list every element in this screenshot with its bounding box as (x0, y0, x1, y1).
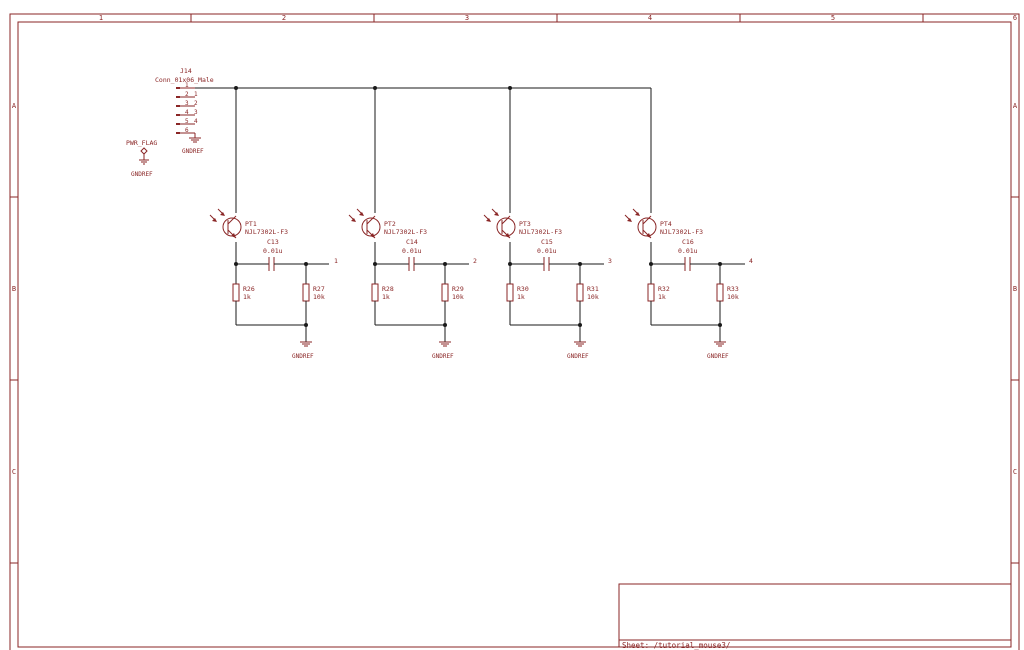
capacitor-symbol (236, 257, 329, 271)
column-label: 2 (282, 14, 286, 22)
capacitor-value: 0.01u (537, 247, 557, 255)
ground-symbol (300, 341, 312, 347)
channel-4: PT4 NJL7302L-F3 C16 0.01u 4 R32 1k R33 1… (624, 208, 753, 360)
resistor-a-ref: R28 (382, 285, 394, 293)
column-label: 1 (99, 14, 103, 22)
gndref-label: GNDREF (707, 353, 729, 360)
channel-1: PT1 NJL7302L-F3 C13 0.01u 1 R26 1k R27 1… (209, 88, 338, 360)
resistor-b-symbol (302, 264, 310, 342)
pwr-flag-label: PWR_FLAG (126, 139, 157, 147)
phototransistor-value: NJL7302L-F3 (660, 228, 703, 236)
output-label: 1 (334, 257, 338, 265)
channel-3: PT3 NJL7302L-F3 C15 0.01u 3 R30 1k R31 1… (483, 88, 612, 360)
pin-number: 4 (185, 109, 189, 116)
gndref-label: GNDREF (182, 148, 204, 155)
resistor-b-value: 10k (313, 293, 325, 301)
resistor-b-ref: R27 (313, 285, 325, 293)
row-label: A (1013, 102, 1018, 110)
column-label: 5 (831, 14, 835, 22)
phototransistor-value: NJL7302L-F3 (245, 228, 288, 236)
sheet-frame: 1 2 3 4 5 6 A B C A B C (9, 13, 1020, 650)
resistor-a-ref: R30 (517, 285, 529, 293)
column-label: 4 (648, 14, 652, 22)
phototransistor-symbol (348, 88, 381, 264)
resistor-a-ref: R26 (243, 285, 255, 293)
resistor-b-symbol (716, 264, 724, 342)
connector-value: Conn_01x06_Male (155, 76, 214, 84)
net-label: 2 (194, 100, 198, 107)
ground-symbol (574, 341, 586, 347)
output-label: 4 (749, 257, 753, 265)
resistor-b-symbol (576, 264, 584, 342)
output-label: 3 (608, 257, 612, 265)
row-label: C (1013, 468, 1017, 476)
net-label: 1 (194, 91, 198, 98)
resistor-a-value: 1k (658, 293, 666, 301)
ground-symbol (714, 341, 726, 347)
resistor-b-value: 10k (452, 293, 464, 301)
resistor-b-ref: R29 (452, 285, 464, 293)
row-label: B (1013, 285, 1017, 293)
channel-2: PT2 NJL7302L-F3 C14 0.01u 2 R28 1k R29 1… (348, 88, 477, 360)
capacitor-ref: C14 (406, 238, 418, 246)
row-label: C (12, 468, 16, 476)
phototransistor-symbol (209, 88, 242, 264)
phototransistor-symbol (624, 208, 657, 264)
resistor-b-symbol (441, 264, 449, 342)
row-label: B (12, 285, 16, 293)
resistor-b-value: 10k (587, 293, 599, 301)
capacitor-value: 0.01u (402, 247, 422, 255)
output-label: 2 (473, 257, 477, 265)
pin-number: 1 (185, 82, 189, 89)
gndref-label: GNDREF (567, 353, 589, 360)
pwr-flag: PWR_FLAG GNDREF (126, 139, 157, 178)
resistor-b-ref: R31 (587, 285, 599, 293)
pin-number: 5 (185, 118, 189, 125)
gndref-label: GNDREF (432, 353, 454, 360)
pin-number: 3 (185, 100, 189, 107)
capacitor-value: 0.01u (678, 247, 698, 255)
phototransistor-ref: PT3 (519, 220, 531, 228)
net-label: 3 (194, 109, 198, 116)
net-label: 4 (194, 118, 198, 125)
gndref-label: GNDREF (292, 353, 314, 360)
resistor-a-symbol (371, 264, 445, 326)
gndref-label: GNDREF (131, 171, 153, 178)
connector-ref: J14 (180, 67, 192, 75)
capacitor-ref: C15 (541, 238, 553, 246)
capacitor-symbol (510, 257, 604, 271)
top-rail (183, 86, 652, 213)
phototransistor-ref: PT4 (660, 220, 672, 228)
phototransistor-value: NJL7302L-F3 (384, 228, 427, 236)
column-label: 6 (1013, 14, 1017, 22)
pin-number: 6 (185, 127, 189, 134)
phototransistor-symbol (483, 88, 516, 264)
resistor-a-symbol (647, 264, 720, 326)
resistor-a-symbol (232, 264, 306, 326)
capacitor-symbol (651, 257, 745, 271)
capacitor-ref: C16 (682, 238, 694, 246)
resistor-b-value: 10k (727, 293, 739, 301)
phototransistor-value: NJL7302L-F3 (519, 228, 562, 236)
connector-j14: J14 Conn_01x06_Male 1 2 3 4 5 6 1 (155, 67, 214, 155)
title-block: Sheet: /tutorial_mouse3/ (618, 583, 1012, 650)
sheet-name: Sheet: /tutorial_mouse3/ (622, 641, 730, 650)
row-label: A (12, 102, 17, 110)
column-label: 3 (465, 14, 469, 22)
phototransistor-ref: PT2 (384, 220, 396, 228)
resistor-b-ref: R33 (727, 285, 739, 293)
capacitor-symbol (375, 257, 469, 271)
resistor-a-value: 1k (382, 293, 390, 301)
capacitor-value: 0.01u (263, 247, 283, 255)
capacitor-ref: C13 (267, 238, 279, 246)
resistor-a-symbol (506, 264, 580, 326)
resistor-a-value: 1k (243, 293, 251, 301)
resistor-a-ref: R32 (658, 285, 670, 293)
resistor-a-value: 1k (517, 293, 525, 301)
phototransistor-ref: PT1 (245, 220, 257, 228)
ground-symbol (439, 341, 451, 347)
pin-number: 2 (185, 91, 189, 98)
